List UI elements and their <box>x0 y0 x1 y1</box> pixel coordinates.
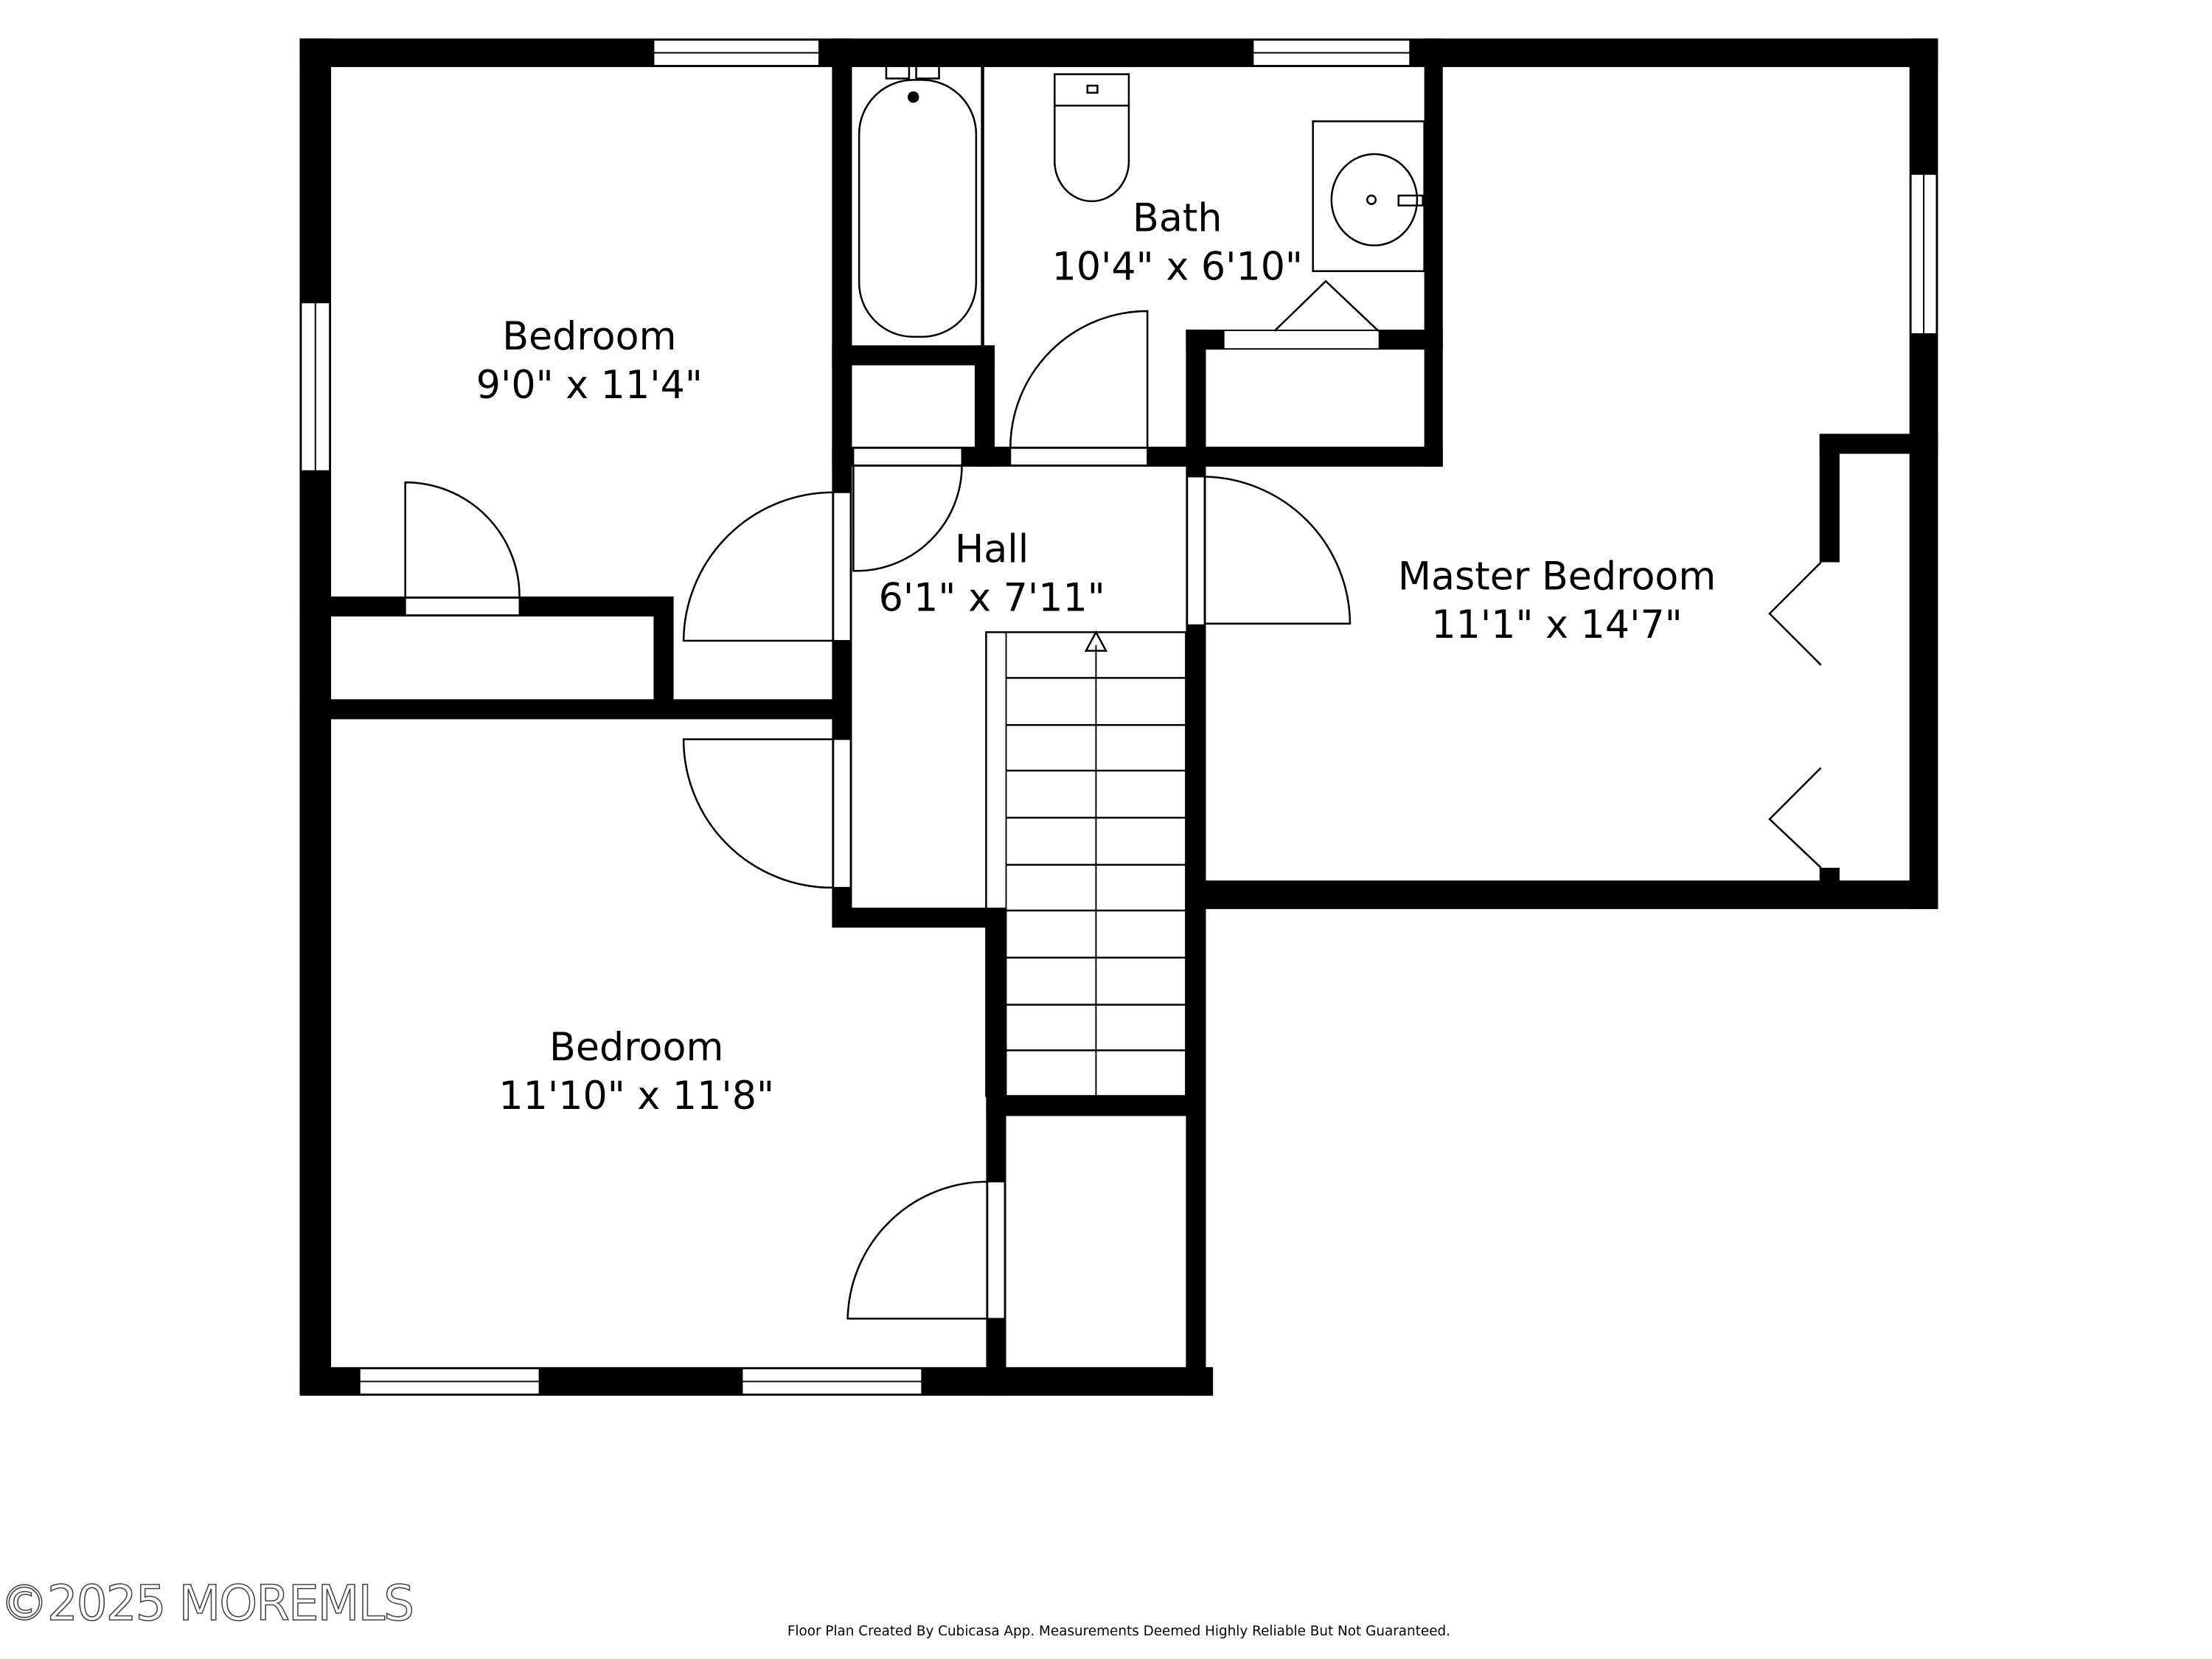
windows <box>300 39 1938 1395</box>
room-bedroom-top-left: Bedroom 9'0" x 11'4" <box>476 315 703 408</box>
room-master-bedroom: Master Bedroom 11'1" x 14'7" <box>1398 554 1716 647</box>
walls <box>299 38 1938 1396</box>
room-dimensions: 6'1" x 7'11" <box>879 576 1105 620</box>
room-name: Bedroom <box>549 1026 723 1070</box>
room-bedroom-bottom-left: Bedroom 11'10" x 11'8" <box>498 1026 774 1119</box>
room-name: Bedroom <box>502 315 676 359</box>
stairs <box>985 630 1187 1097</box>
room-dimensions: 9'0" x 11'4" <box>476 364 703 408</box>
room-dimensions: 11'1" x 14'7" <box>1431 603 1682 647</box>
room-name: Hall <box>955 528 1029 572</box>
room-name: Bath <box>1133 197 1222 241</box>
doors <box>404 279 1838 1320</box>
room-name: Master Bedroom <box>1398 554 1716 599</box>
room-bath: Bath 10'4" x 6'10" <box>1052 197 1303 290</box>
room-dimensions: 10'4" x 6'10" <box>1052 245 1303 289</box>
bath-fixtures <box>858 64 1425 347</box>
room-hall: Hall 6'1" x 7'11" <box>879 528 1105 621</box>
footer-disclaimer: Floor Plan Created By Cubicasa App. Meas… <box>787 1624 1450 1639</box>
watermark: ©2025 MOREMLS <box>0 1575 413 1632</box>
room-dimensions: 11'10" x 11'8" <box>498 1074 774 1119</box>
